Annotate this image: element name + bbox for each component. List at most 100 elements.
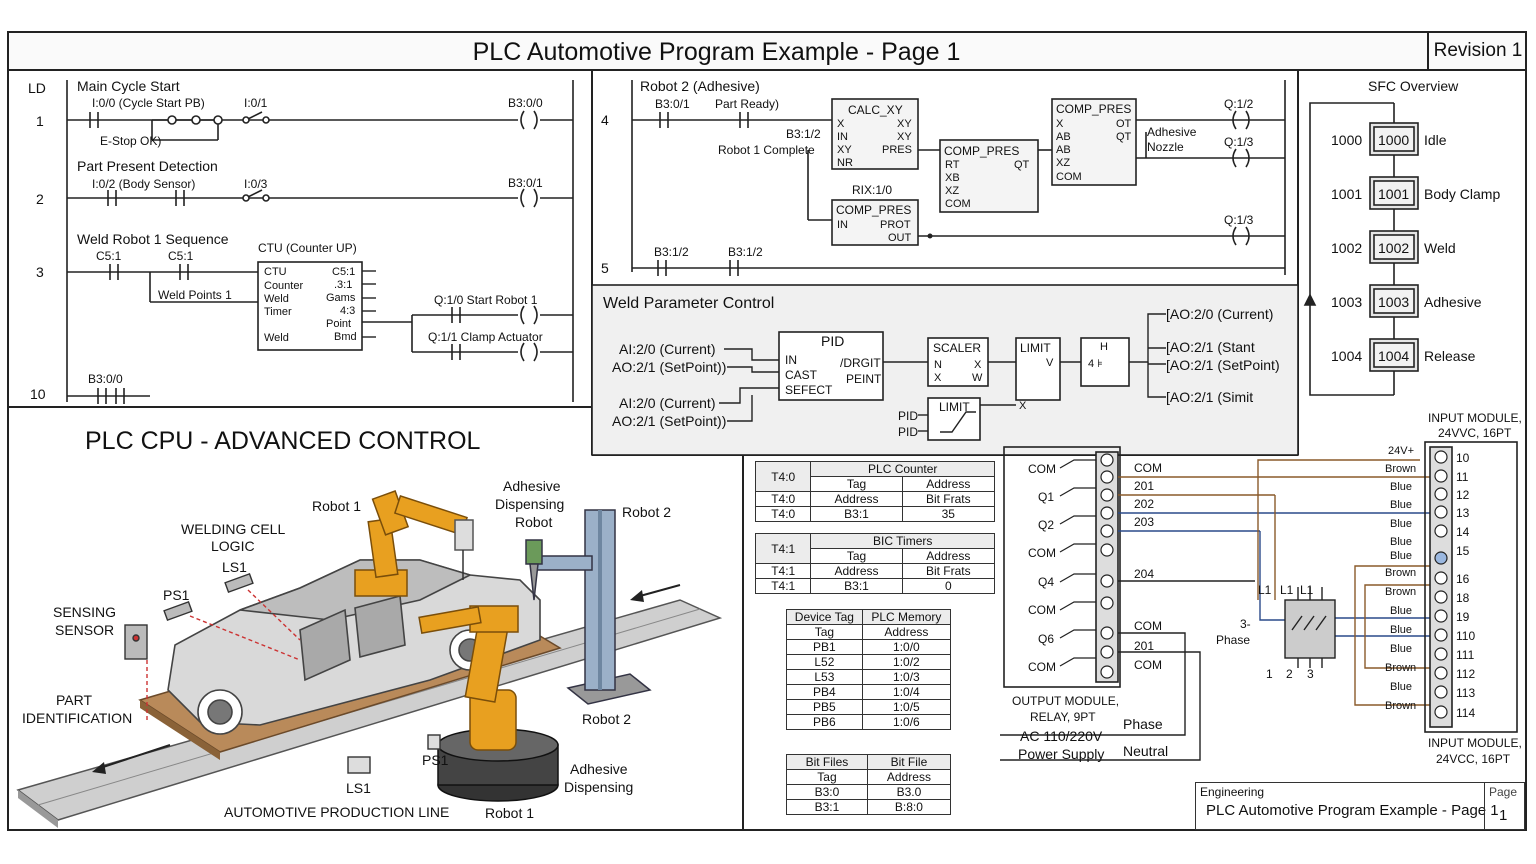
block-pin: OUT (888, 232, 912, 244)
ctu-pin: Timer (264, 306, 292, 318)
input-terminal-number: 13 (1456, 506, 1470, 520)
input-terminal-number: 18 (1456, 591, 1470, 605)
contact-label: C5:1 (96, 249, 122, 263)
table-cell: 1:0/3 (861, 669, 952, 685)
ctu-pin: .3:1 (334, 279, 352, 291)
comp-pres-block (831, 199, 919, 246)
ctu-pins (362, 270, 376, 338)
input-terminal-number: 11 (1456, 470, 1469, 484)
neutral-label: Neutral (1123, 743, 1168, 759)
scene-label: Dispensing (495, 496, 564, 512)
analog-input-label: AI:2/0 (Current) (619, 395, 715, 411)
three-phase-label: 3- (1240, 617, 1251, 631)
scene-label: LS1 (222, 559, 247, 575)
output-terminal-label: COM (1028, 546, 1056, 560)
contact-label: B3:1/2 (654, 245, 689, 259)
input-wire-color: Blue (1390, 681, 1412, 693)
block-pin: SEFECT (785, 383, 833, 397)
table-cell: Tag (786, 624, 863, 640)
table-cell: PB6 (786, 714, 863, 730)
block-pin: PROT (880, 219, 911, 231)
block-pin: XB (945, 172, 960, 184)
block-pin: NR (837, 157, 853, 169)
output-terminal-label: Q2 (1038, 518, 1054, 532)
input-label: Robot 1 Complete (718, 143, 815, 157)
comp-pres-block (1051, 98, 1137, 186)
table-cell: T4:0 (754, 506, 812, 522)
analog-input-label: AI:2/0 (Current) (619, 341, 715, 357)
table-cell: B3:0 (786, 784, 868, 800)
output-module-label: OUTPUT MODULE, (1012, 694, 1119, 708)
rung-number: 5 (601, 260, 609, 276)
scene-label: IDENTIFICATION (22, 710, 132, 726)
block-pin: COM (1056, 171, 1082, 183)
analog-output-label: [AO:2/1 (Stant (1166, 339, 1255, 355)
rung-title: Robot 2 (Adhesive) (640, 78, 760, 94)
table-cell: Bit Frats (901, 563, 996, 579)
sfc-step-box: 1001 (1378, 186, 1409, 202)
rung-title: Main Cycle Start (77, 78, 180, 94)
phase-line-label: L1 (1258, 583, 1272, 597)
block-pin: IN (837, 131, 848, 143)
analog-output-label: [AO:2/1 (Simit (1166, 389, 1253, 405)
ladder-left-coils (518, 110, 540, 362)
block-title: COMP_PRES (944, 144, 1019, 158)
block-title: COMP_PRES (1056, 102, 1131, 116)
block-pin: N (934, 359, 942, 371)
block-pin: AB (1056, 131, 1071, 143)
output-terminal-label: Q1 (1038, 490, 1054, 504)
block-pin: X (974, 359, 982, 371)
block-pin: X (1056, 118, 1064, 130)
scene-label: Robot 2 (582, 711, 631, 727)
output-module-label: RELAY, 9PT (1030, 710, 1096, 724)
block-symbol: H (1100, 341, 1108, 353)
contact-label: C5:1 (168, 249, 194, 263)
ctu-pin: Point (326, 318, 351, 330)
input-wire-color: Blue (1390, 605, 1412, 617)
block-pin: PEINT (846, 372, 882, 386)
input-wire-color: Brown (1385, 586, 1416, 598)
block-pin: X (837, 118, 845, 130)
block-pin: X (934, 372, 942, 384)
sensors (124, 572, 441, 774)
ctu-pin: Bmd (334, 331, 357, 343)
input-module-label: INPUT MODULE, (1428, 411, 1522, 425)
contact-label: Part Ready) (715, 97, 779, 111)
pid-input-label: PID (898, 425, 918, 439)
output-wires (1000, 459, 1440, 761)
ctu-pin: Gams (326, 292, 356, 304)
input-module-label: 24VCC, 16PT (1436, 752, 1511, 766)
contact-label: B3:1/2 (728, 245, 763, 259)
block-pin: AB (1056, 144, 1071, 156)
page-label: Page (1489, 785, 1518, 799)
input-wire-color: Blue (1390, 536, 1412, 548)
sfc-step-number: 1002 (1331, 240, 1362, 256)
sfc-step-box: 1003 (1378, 294, 1409, 310)
pid-input-label: PID (898, 409, 918, 423)
table-cell: Bit File (866, 754, 952, 770)
power-supply-label: Power Supply (1018, 746, 1104, 762)
phase-number-label: 1 (1266, 667, 1273, 681)
table-cell: B3.0 (866, 784, 952, 800)
weld-param-title: Weld Parameter Control (603, 295, 774, 312)
scene-label: Robot 1 (485, 805, 534, 821)
revision-label: Revision 1 (1427, 33, 1527, 69)
table-cell: PLC Memory (861, 609, 952, 625)
input-wire-color: Blue (1390, 499, 1412, 511)
block-title: PID (821, 333, 844, 349)
scene-label: LOGIC (211, 538, 255, 554)
sfc-step-box: 1000 (1378, 132, 1409, 148)
table-cell: T4:1 (754, 563, 812, 579)
input-terminal-number: 16 (1456, 572, 1470, 586)
phase-line-label: L1 (1280, 583, 1294, 597)
block-title: COMP_PRES (836, 203, 911, 217)
sfc-step-number: 1001 (1331, 186, 1362, 202)
table-cell: 1:0/4 (861, 684, 952, 700)
scene-label: Robot 2 (622, 504, 671, 520)
rung-title: Part Present Detection (77, 158, 218, 174)
input-wire-color: 24V+ (1388, 445, 1414, 457)
input-label: B3:1/2 (786, 127, 821, 141)
ladder-right-blocks (831, 98, 1137, 246)
